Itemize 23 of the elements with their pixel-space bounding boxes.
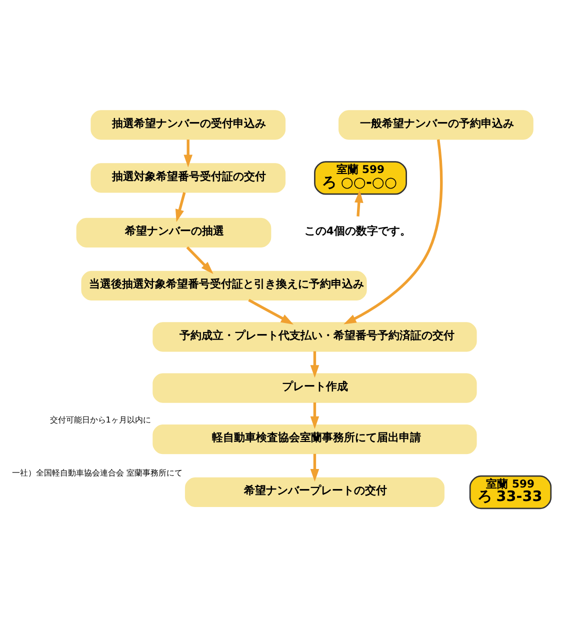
node-box: 室蘭 599 ろ ○○-○○ xyxy=(314,160,407,194)
node-box: 予約成立・プレート代支払い・希望番号予約済証の交付 xyxy=(152,322,477,352)
arrow xyxy=(186,246,214,274)
node-box: 抽選対象希望番号受付証の交付 xyxy=(90,162,286,192)
node-box: 抽選希望ナンバーの受付申込み xyxy=(90,110,286,140)
node-label: 一社）全国軽自動車協会連合会 室蘭事務所にて xyxy=(12,466,183,477)
arrow xyxy=(310,350,320,378)
node-label: 交付可能日から1ヶ月以内に xyxy=(50,414,151,424)
arrow xyxy=(184,139,193,167)
node-box: 当選後抽選対象希望番号受付証と引き換えに予約申込み xyxy=(81,270,367,300)
arrow xyxy=(310,402,320,428)
node-box: 希望ナンバープレートの交付 xyxy=(184,476,444,507)
node-box: 室蘭 599 ろ 33-33 xyxy=(469,474,552,509)
node-box: 希望ナンバーの抽選 xyxy=(76,217,272,248)
arrow xyxy=(310,453,320,482)
arrow xyxy=(354,190,364,216)
arrow xyxy=(175,192,186,222)
node-text: この4個の数字です。 xyxy=(304,224,411,238)
node-box: 一般希望ナンバーの予約申込み xyxy=(338,110,534,140)
arrow xyxy=(344,138,443,324)
node-box: プレート作成 xyxy=(152,372,477,402)
node-box: 軽自動車検査協会室蘭事務所にて届出申請 xyxy=(152,424,477,454)
arrow xyxy=(248,298,294,324)
